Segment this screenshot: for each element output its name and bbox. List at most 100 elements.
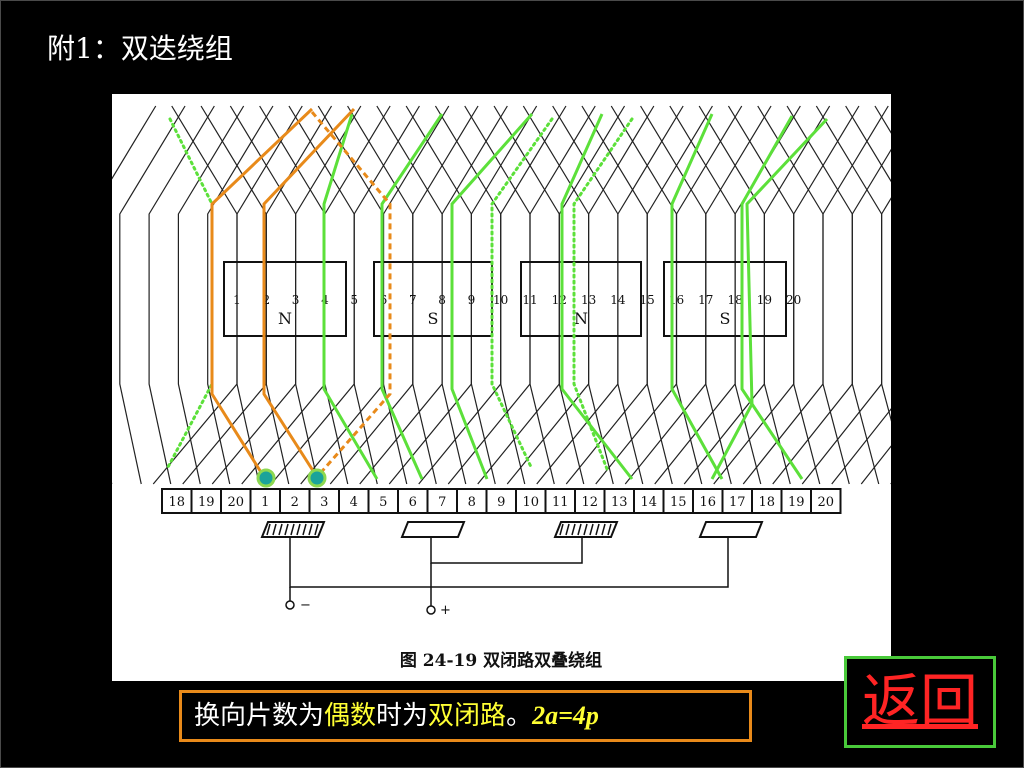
winding-coil-side <box>207 105 274 485</box>
commutator-segment <box>426 488 458 514</box>
brush-hatch <box>583 523 588 536</box>
caption-text-1: 换向片数为 <box>194 701 325 731</box>
winding-coil-side <box>713 105 795 485</box>
winding-coil-side <box>236 105 303 485</box>
brush <box>698 521 764 538</box>
winding-coil-side <box>588 105 655 485</box>
commutator-segment-number: 14 <box>640 495 657 510</box>
slot-number: 9 <box>468 293 476 307</box>
magnetic-pole-box <box>663 261 787 337</box>
commutator-segment-number: 9 <box>497 495 505 510</box>
pole-label: N <box>574 309 588 328</box>
commutator-segment <box>367 488 399 514</box>
commutator-segment <box>574 488 606 514</box>
brush-hatch <box>589 523 594 536</box>
junction-dot <box>256 468 276 488</box>
caption-formula: 2a=4p <box>532 701 599 730</box>
commutator-segment-number: 10 <box>522 495 539 510</box>
commutator-segment <box>633 488 665 514</box>
caption-highlight-even: 偶数 <box>324 701 377 731</box>
commutator-segment <box>279 488 311 514</box>
negative-terminal-label: − <box>300 598 311 613</box>
brush-hatch <box>571 523 576 536</box>
figure-caption: 图 24-19 双闭路双叠绕组 <box>400 650 602 671</box>
pole-label: S <box>720 309 731 328</box>
commutator-segment-number: 16 <box>699 495 716 510</box>
brush-hatch <box>278 523 283 536</box>
orange-path <box>262 107 356 478</box>
slot-number: 18 <box>727 293 742 307</box>
commutator-segment-number: 20 <box>817 495 834 510</box>
commutator-segment <box>780 488 812 514</box>
positive-bus-wire <box>430 537 583 564</box>
slot-number: 12 <box>552 293 567 307</box>
winding-coil-side <box>705 105 772 485</box>
slot-number: 13 <box>581 293 596 307</box>
green-path <box>710 117 829 480</box>
slot-number: 7 <box>409 293 417 307</box>
slot-number: 3 <box>292 293 300 307</box>
winding-coil-side <box>265 105 333 485</box>
brush-hatch <box>607 523 612 536</box>
brush-hatch <box>272 523 277 536</box>
brush-hatch <box>601 523 606 536</box>
winding-coil-side <box>801 105 883 485</box>
slot-number: 20 <box>786 293 801 307</box>
commutator-segment-number: 5 <box>379 495 387 510</box>
winding-coil-side <box>500 105 567 485</box>
winding-coil-side <box>529 105 596 485</box>
green-dotted-path <box>165 117 214 471</box>
winding-coil-side <box>359 105 443 485</box>
commutator-segment-number: 8 <box>468 495 476 510</box>
commutator-segment <box>662 488 694 514</box>
winding-coil-side <box>558 105 626 485</box>
junction-dot <box>307 468 327 488</box>
green-dotted-path <box>490 117 554 471</box>
commutator-segment-number: 12 <box>581 495 598 510</box>
slot-number: 8 <box>438 293 446 307</box>
brush-hatch <box>284 523 289 536</box>
magnetic-pole-box <box>520 261 642 337</box>
slot-number: 19 <box>757 293 772 307</box>
commutator-segment <box>485 488 517 514</box>
winding-coil-side <box>388 105 472 485</box>
green-path <box>560 113 634 480</box>
commutator-segment-number: 19 <box>198 495 215 510</box>
brush-hatch <box>314 523 319 536</box>
brush-hatch <box>296 523 301 536</box>
winding-coil-side <box>851 148 891 485</box>
negative-terminal <box>285 600 295 610</box>
caption-highlight-double-circuit: 双闭路 <box>428 701 507 731</box>
commutator-segment-number: 1 <box>261 495 269 510</box>
brush-hatch <box>266 523 271 536</box>
slot-number: 11 <box>522 293 537 307</box>
commutator-segment-number: 7 <box>438 495 446 510</box>
green-path <box>380 113 444 480</box>
commutator-segment-number: 20 <box>227 495 244 510</box>
slide-title: 附1：双迭绕组 <box>47 32 233 65</box>
green-dotted-path <box>572 117 634 471</box>
winding-coil-side <box>683 105 766 485</box>
commutator-segment-number: 15 <box>670 495 687 510</box>
winding-coil-side <box>295 105 362 485</box>
commutator-segment <box>692 488 724 514</box>
commutator-segment-number: 2 <box>291 495 299 510</box>
back-button[interactable]: 返回 <box>844 656 996 748</box>
pole-label: S <box>428 309 439 328</box>
slot-number: 10 <box>493 293 508 307</box>
brush-hatch <box>290 523 295 536</box>
winding-coil-side <box>441 105 508 485</box>
winding-coil-side <box>536 105 619 485</box>
orange-dashed-path <box>310 111 392 478</box>
brush <box>400 521 466 538</box>
brush-hatch <box>595 523 600 536</box>
green-path <box>450 113 534 480</box>
commutator-segment-number: 3 <box>320 495 328 510</box>
orange-path <box>210 107 314 478</box>
commutator-segment-number: 13 <box>611 495 628 510</box>
winding-coil-side <box>119 105 186 485</box>
winding-coil-side <box>112 105 157 484</box>
brush-hatch <box>302 523 307 536</box>
